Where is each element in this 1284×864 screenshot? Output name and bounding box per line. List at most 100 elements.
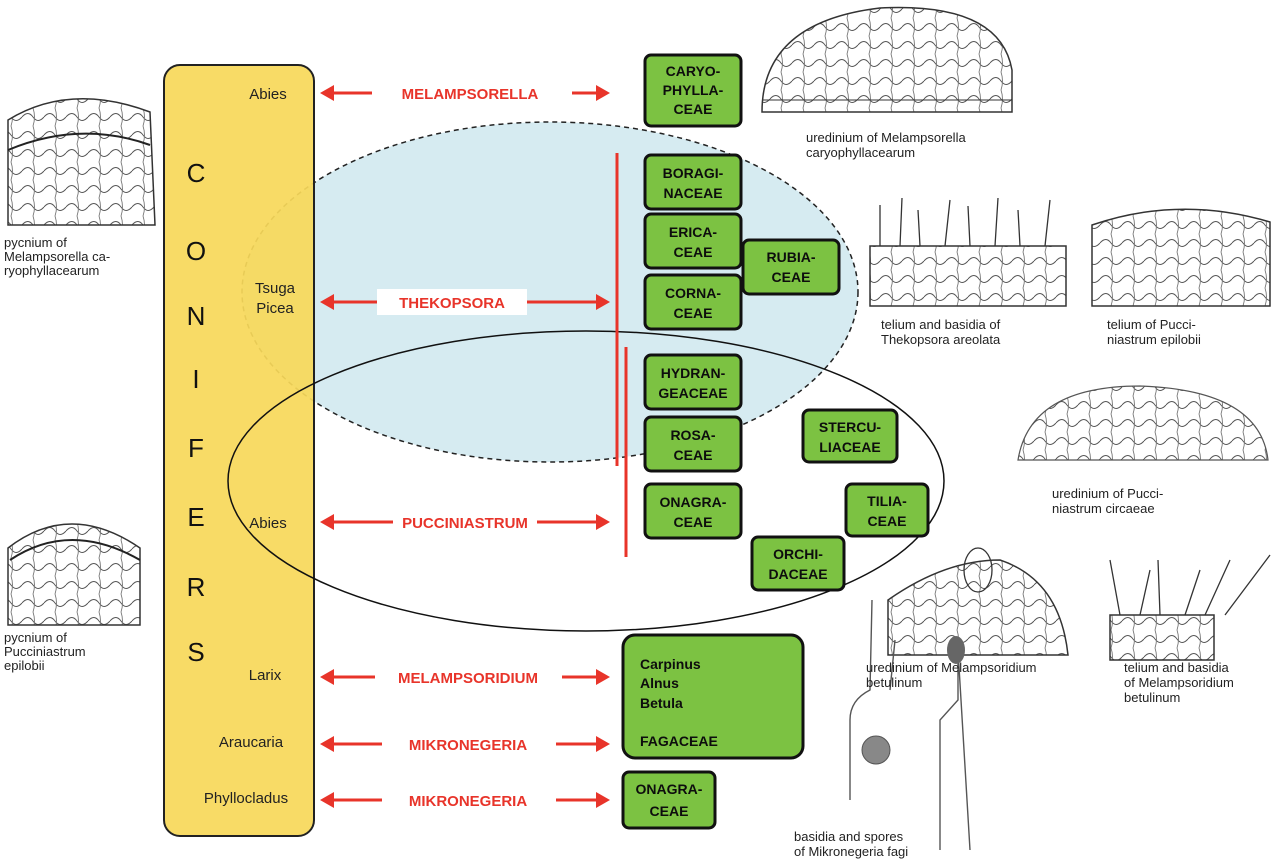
host-text-line: NACEAE xyxy=(663,185,722,201)
host-boraginaceae: BORAGI- NACEAE xyxy=(643,153,743,211)
host-hydrangeaceae: HYDRAN- GEACEAE xyxy=(643,353,743,411)
caption-pycnium-pucciniastrum: pycnium of Pucciniastrum epilobii xyxy=(4,630,86,673)
micrograph-uredinium-pucciniastrum xyxy=(1017,385,1269,461)
conifers-letter: I xyxy=(192,364,199,394)
host-betulaceae-group: Carpinus Alnus Betula FAGACEAE xyxy=(621,633,805,760)
micrograph-pycnium-pucciniastrum xyxy=(7,523,141,626)
host-text-line: Betula xyxy=(640,695,683,711)
host-text-line: ORCHI- xyxy=(773,546,823,562)
host-text-line: CEAE xyxy=(674,447,713,463)
host-text-line: LIACEAE xyxy=(819,439,880,455)
caption-line: of Mikronegeria fagi xyxy=(794,844,908,859)
micrograph-uredinium-melampsorella xyxy=(761,6,1013,113)
caption-line: betulinum xyxy=(866,675,922,690)
caption-line: epilobii xyxy=(4,658,45,673)
host-text-line: DACEAE xyxy=(768,566,827,582)
rust-genus-mikronegeria-2: MIKRONEGERIA xyxy=(409,793,528,810)
conifer-tsuga: Tsuga xyxy=(255,280,296,297)
host-onagraceae-2: ONAGRA- CEAE xyxy=(621,770,717,830)
host-text-line: CEAE xyxy=(868,513,907,529)
rust-genus-pucciniastrum: PUCCINIASTRUM xyxy=(402,515,528,532)
caption-line: caryophyllacearum xyxy=(806,145,915,160)
host-text-line: Alnus xyxy=(640,675,679,691)
caption-line: of Melampsoridium xyxy=(1124,675,1234,690)
caption-line: telium and basidia xyxy=(1124,660,1230,675)
conifer-araucaria: Araucaria xyxy=(219,734,284,751)
conifers-vertical-label: C O N I F E R S xyxy=(186,158,206,667)
host-caryophyllaceae: CARYO- PHYLLA- CEAE xyxy=(643,53,743,128)
caption-basidia-mikronegeria: basidia and spores of Mikronegeria fagi xyxy=(794,829,908,859)
rust-genus-thekopsora: THEKOPSORA xyxy=(399,295,505,312)
caption-line: uredinium of Melampsorella xyxy=(806,130,966,145)
caption-line: telium and basidia of xyxy=(881,317,1001,332)
arrow-melampsoridium: MELAMPSORIDIUM xyxy=(320,669,610,687)
micrograph-basidia-mikronegeria xyxy=(849,599,971,851)
conifer-abies-top: Abies xyxy=(249,86,287,103)
host-text-line: ERICA- xyxy=(669,224,718,240)
arrow-mikronegeria-1: MIKRONEGERIA xyxy=(320,736,610,754)
conifers-letter: S xyxy=(187,637,204,667)
caption-uredinium-melampsoridium: uredinium of Melampsoridium betulinum xyxy=(866,660,1037,690)
caption-line: pycnium of xyxy=(4,235,67,250)
caption-telium-thekopsora: telium and basidia of Thekopsora areolat… xyxy=(881,317,1001,347)
host-text-line: TILIA- xyxy=(867,493,907,509)
host-text-line: CEAE xyxy=(772,269,811,285)
caption-line: Pucciniastrum xyxy=(4,644,86,659)
conifers-letter: R xyxy=(187,572,206,602)
micrograph-telium-thekopsora xyxy=(869,197,1067,307)
caption-line: telium of Pucci- xyxy=(1107,317,1196,332)
caption-line: niastrum circaeae xyxy=(1052,501,1155,516)
host-tiliaceae: TILIA- CEAE xyxy=(844,482,930,538)
arrow-melampsorella: MELAMPSORELLA xyxy=(320,80,610,106)
host-text-line: FAGACEAE xyxy=(640,733,718,749)
host-text-line: CARYO- xyxy=(666,63,721,79)
conifers-letter: N xyxy=(187,301,206,331)
host-text-line: ONAGRA- xyxy=(636,781,703,797)
rust-genus-melampsoridium: MELAMPSORIDIUM xyxy=(398,670,538,687)
conifers-letter: F xyxy=(188,433,204,463)
caption-pycnium-melampsorella: pycnium of Melampsorella ca- ryophyllace… xyxy=(4,235,110,278)
host-text-line: RUBIA- xyxy=(767,249,816,265)
host-text-line: HYDRAN- xyxy=(661,365,726,381)
host-text-line: CEAE xyxy=(674,244,713,260)
arrow-thekopsora: THEKOPSORA xyxy=(320,289,610,315)
host-ericaceae: ERICA- CEAE xyxy=(643,212,743,270)
conifer-abies-mid: Abies xyxy=(249,515,287,532)
caption-telium-melampsoridium: telium and basidia of Melampsoridium bet… xyxy=(1124,660,1234,705)
host-text-line: STERCU- xyxy=(819,419,882,435)
host-text-line: BORAGI- xyxy=(663,165,724,181)
host-text-line: CEAE xyxy=(674,101,713,117)
micrograph-telium-pucciniastrum xyxy=(1091,208,1271,307)
host-text-line: PHYLLA- xyxy=(663,82,724,98)
conifers-letter: C xyxy=(187,158,206,188)
host-sterculiaceae: STERCU- LIACEAE xyxy=(801,408,899,464)
host-rubiaceae: RUBIA- CEAE xyxy=(741,238,841,296)
caption-line: Melampsorella ca- xyxy=(4,249,110,264)
host-rosaceae: ROSA- CEAE xyxy=(643,415,743,473)
caption-line: uredinium of Melampsoridium xyxy=(866,660,1037,675)
caption-line: Thekopsora areolata xyxy=(881,332,1001,347)
arrow-mikronegeria-2: MIKRONEGERIA xyxy=(320,792,610,810)
host-text-line: Carpinus xyxy=(640,656,701,672)
caption-line: pycnium of xyxy=(4,630,67,645)
host-text-line: ONAGRA- xyxy=(660,494,727,510)
caption-telium-pucciniastrum: telium of Pucci- niastrum epilobii xyxy=(1107,317,1201,347)
host-text-line: CORNA- xyxy=(665,285,721,301)
caption-line: niastrum epilobii xyxy=(1107,332,1201,347)
host-text-line: CEAE xyxy=(674,305,713,321)
conifers-letter: O xyxy=(186,236,206,266)
host-text-line: GEACEAE xyxy=(658,385,727,401)
caption-line: ryophyllacearum xyxy=(4,263,99,278)
micrograph-uredinium-melampsoridium xyxy=(887,547,1069,656)
micrograph-telium-melampsoridium xyxy=(1109,554,1271,661)
caption-uredinium-melampsorella: uredinium of Melampsorella caryophyllace… xyxy=(806,130,966,160)
caption-line: betulinum xyxy=(1124,690,1180,705)
arrow-pucciniastrum: PUCCINIASTRUM xyxy=(320,509,610,535)
micrograph-pycnium-melampsorella xyxy=(7,98,156,226)
rust-genus-melampsorella: MELAMPSORELLA xyxy=(402,86,539,103)
host-orchidaceae: ORCHI- DACEAE xyxy=(750,535,846,592)
pucciniastrum-host-range-ellipse xyxy=(227,330,945,632)
host-text-line: ROSA- xyxy=(670,427,715,443)
conifer-larix: Larix xyxy=(249,667,282,684)
